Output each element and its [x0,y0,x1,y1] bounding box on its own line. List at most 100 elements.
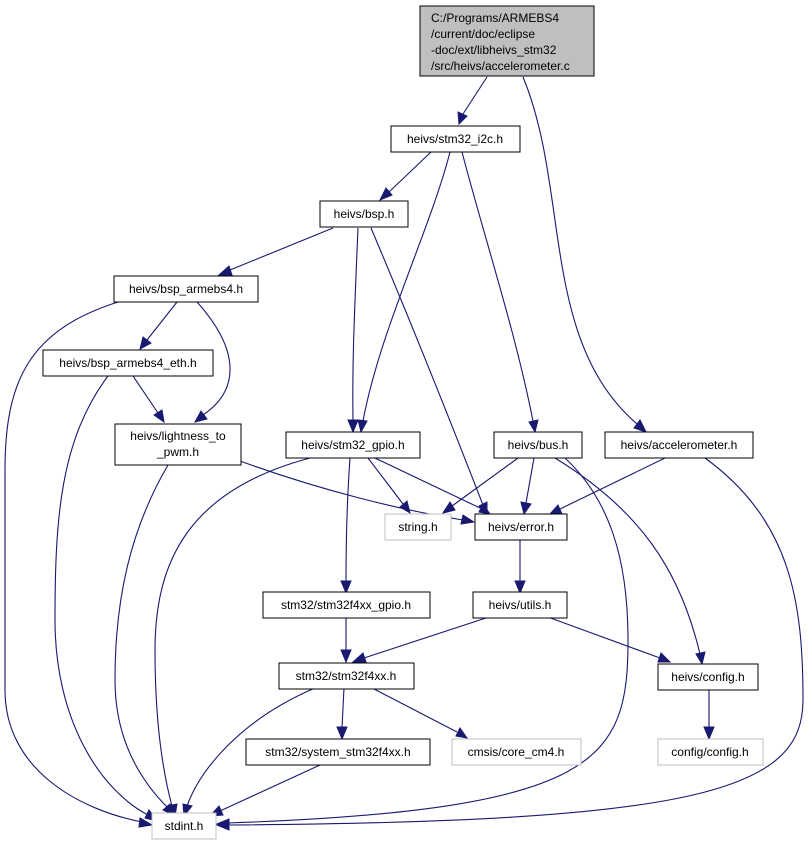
arrowhead [347,419,359,434]
edge-stm32-i2c-to-bus [461,151,534,422]
edge-f4xx-to-core-cm4 [371,687,458,733]
node-stdint-h[interactable]: stdint.h [151,812,217,840]
edge-bsp-to-stm32-gpio [352,227,359,422]
arrowhead [340,580,352,595]
arrowhead [217,265,233,276]
node-label-line: C:/Programs/ARMEBS4 [431,11,559,25]
node-core-cm4-h[interactable]: cmsis/core_cm4.h [451,738,582,766]
node-accelerometer-h[interactable]: heivs/accelerometer.h [604,431,754,459]
node-label: string.h [398,520,437,534]
edge-f4xx-to-system [341,687,345,729]
arrowhead [441,501,456,514]
edge-system-to-stdint [219,764,321,812]
edge-accelerometer-to-stdint [227,457,804,826]
arrowhead [215,820,230,831]
node-lightness-to-pwm-h[interactable]: heivs/lightness_to _pwm.h [114,423,242,466]
node-label: heivs/stm32_gpio.h [301,438,404,452]
node-label: stm32/system_stm32f4xx.h [265,745,410,759]
node-label-line: /current/doc/eclipse [431,27,535,41]
edge-bsp-to-bsp-armebs4 [229,227,334,271]
arrowhead [138,817,154,828]
node-bus-h[interactable]: heivs/bus.h [493,431,583,459]
node-label-line: heivs/lightness_to [130,429,226,443]
node-label-line: /src/heivs/accelerometer.c [431,59,570,73]
arrowhead [336,726,348,741]
node-stm32-gpio-h[interactable]: heivs/stm32_gpio.h [285,431,421,459]
arrowhead [194,410,208,423]
node-label: heivs/accelerometer.h [621,438,738,452]
node-label: heivs/bsp.h [334,207,395,221]
nodes: C:/Programs/ARMEBS4 /current/doc/eclipse… [42,5,764,840]
edge-bus-to-stdint [227,457,629,824]
edge-f4xx-to-stdint [186,687,316,807]
node-error-h[interactable]: heivs/error.h [474,513,568,541]
node-bsp-armebs4-h[interactable]: heivs/bsp_armebs4.h [113,275,259,303]
edge-utils-to-stm32f4xx [363,615,493,659]
arrowhead [399,500,411,515]
node-stm32f4xx-gpio-h[interactable]: stm32/stm32f4xx_gpio.h [262,591,431,619]
node-label: stdint.h [165,819,204,833]
node-bsp-h[interactable]: heivs/bsp.h [319,200,409,228]
node-config-h[interactable]: heivs/config.h [657,663,759,691]
arrowhead [514,580,526,595]
arrowhead [340,649,352,664]
node-utils-h[interactable]: heivs/utils.h [472,591,568,619]
arrowhead [478,503,492,515]
arrowhead [139,336,152,350]
arrowhead [520,501,532,516]
edge-stm32-i2c-to-bsp [388,151,432,193]
edge-root-to-stm32-i2c [462,76,488,115]
node-string-h[interactable]: string.h [384,513,452,541]
node-label: heivs/utils.h [489,598,552,612]
edge-gpio-to-error [374,457,481,509]
edge-bsp-armebs4-to-stdint [4,301,143,823]
node-label: config/config.h [671,745,748,759]
arrowhead [457,111,468,126]
node-label: heivs/bus.h [508,438,569,452]
edge-eth-to-lightness [132,375,159,414]
node-label-line: -doc/ext/libheivs_stm32 [431,43,557,57]
node-label: stm32/stm32f4xx.h [296,669,397,683]
arrowhead [378,187,393,201]
node-bsp-armebs4-eth-h[interactable]: heivs/bsp_armebs4_eth.h [42,349,214,377]
edge-bsp-to-error [370,227,484,506]
edge-accelerometer-to-error [559,457,666,510]
node-config-config-h[interactable]: config/config.h [657,738,764,766]
node-label: cmsis/core_cm4.h [468,745,565,759]
arrowhead [460,514,476,525]
node-label: stm32/stm32f4xx_gpio.h [281,598,411,612]
node-label: heivs/bsp_armebs4.h [129,282,243,296]
node-label: heivs/stm32_i2c.h [407,132,503,146]
arrowhead [633,419,647,433]
arrowhead [548,504,563,515]
edge-gpio-to-stm32f4xx-gpio [345,457,351,583]
node-label: heivs/bsp_armebs4_eth.h [59,356,196,370]
edge-bus-to-config [554,457,701,655]
edge-gpio-to-string [367,457,404,505]
edge-bsp-armebs4-to-eth [146,301,178,341]
arrowhead [351,652,367,663]
node-accelerometer-c[interactable]: C:/Programs/ARMEBS4 /current/doc/eclipse… [419,5,595,77]
node-label: heivs/error.h [488,520,554,534]
arrowhead [703,726,715,741]
node-label-line: _pwm.h [156,445,199,459]
edge-stm32-i2c-to-stm32-gpio [362,151,451,422]
edge-eth-to-stdint [54,375,149,816]
arrowhead [357,419,368,434]
arrowhead [528,419,539,434]
edge-root-to-accelerometer-h [522,76,638,425]
arrowhead [455,727,469,739]
arrowhead [695,651,706,666]
edge-bus-to-string [451,457,519,507]
arrowhead [657,652,672,663]
edge-bus-to-error [525,457,535,504]
edges [4,76,804,831]
arrowhead [153,409,165,424]
node-stm32-i2c-h[interactable]: heivs/stm32_i2c.h [390,125,521,153]
node-system-stm32f4xx-h[interactable]: stm32/system_stm32f4xx.h [245,738,431,766]
edge-bsp-armebs4-to-lightness [196,301,231,416]
node-stm32f4xx-h[interactable]: stm32/stm32f4xx.h [278,662,415,690]
node-label: heivs/config.h [671,670,744,684]
edge-utils-to-config [544,615,661,659]
